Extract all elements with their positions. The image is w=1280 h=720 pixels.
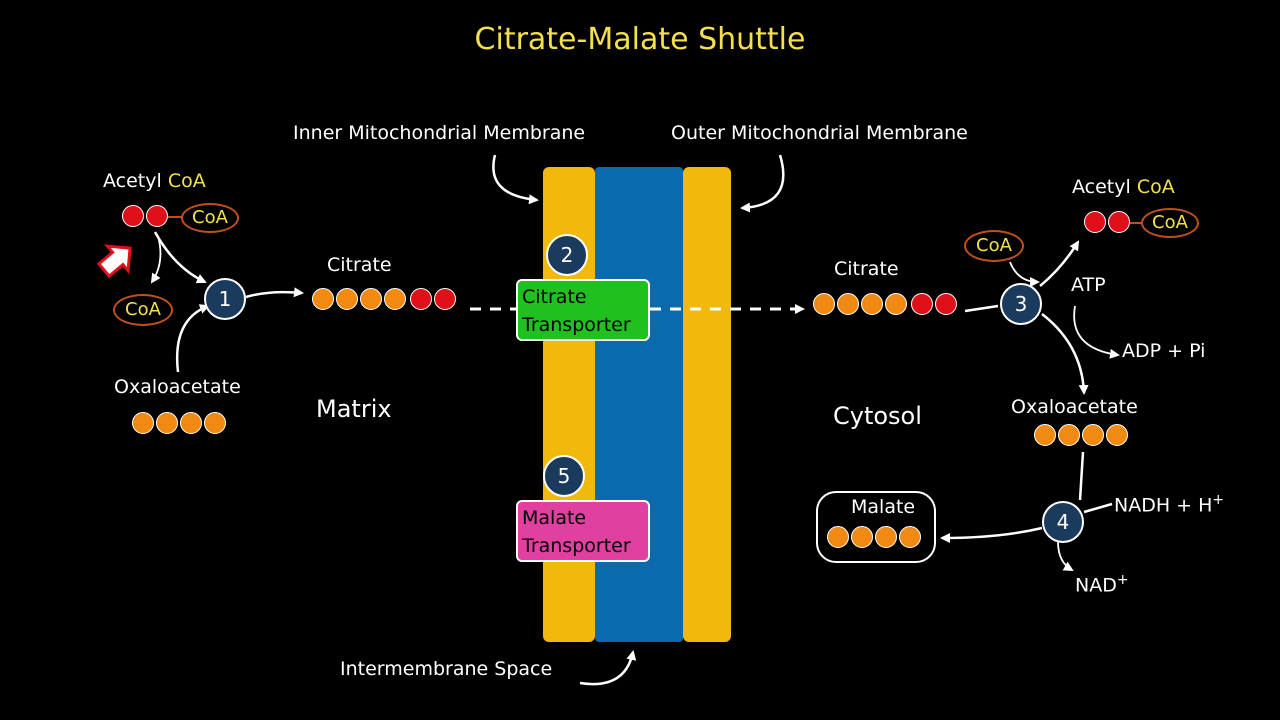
malate-carbon: [899, 526, 921, 548]
cytosol-label: Cytosol: [833, 402, 922, 430]
citrate-carbon-acetyl: [911, 293, 933, 315]
coa-in-cytosol: CoA: [964, 230, 1024, 262]
atp-to-adp-arrow: [1073, 305, 1120, 359]
citrate-carbon: [336, 288, 358, 310]
citrate-carbon: [384, 288, 406, 310]
coa-into-step3-arrow: [1009, 261, 1040, 287]
step-5: 5: [543, 455, 585, 497]
acetyl-carbon-1: [1084, 211, 1106, 233]
coa-bond: [168, 216, 182, 218]
acetyl-coa-label-cytosol: Acetyl CoA: [1072, 176, 1175, 198]
acetyl-carbon-1: [122, 205, 144, 227]
citrate-carbon-acetyl: [935, 293, 957, 315]
citrate-carbon: [360, 288, 382, 310]
oaa-carbon: [132, 412, 154, 434]
citrate-label-matrix: Citrate: [327, 254, 392, 276]
coa-released-matrix: CoA: [113, 294, 173, 326]
oaa-carbon: [204, 412, 226, 434]
citrate-label-cytosol: Citrate: [834, 258, 899, 280]
step1-to-citrate-arrow: [245, 287, 304, 299]
citrate-carbon: [861, 293, 883, 315]
nadh-label: NADH + H+: [1114, 492, 1225, 517]
citrate-carbon: [813, 293, 835, 315]
intermembrane-space-label: Intermembrane Space: [340, 658, 553, 680]
page-title: Citrate-Malate Shuttle: [474, 22, 806, 57]
step-1: 1: [204, 278, 246, 320]
coa-bond: [1130, 222, 1142, 224]
acetyl-to-step1-arrow: [153, 231, 207, 284]
citrate-carbon-acetyl: [434, 288, 456, 310]
intermembrane-pointer: [579, 650, 637, 686]
oaa-carbon: [1058, 424, 1080, 446]
step3-to-oxaloacetate-arrow: [1041, 313, 1089, 395]
oxaloacetate-to-step4-arrow: [1078, 451, 1085, 501]
oxaloacetate-label-cytosol: Oxaloacetate: [1011, 396, 1138, 418]
oaa-carbon: [180, 412, 202, 434]
citrate-to-step3-arrow: [964, 304, 999, 313]
citrate-carbon: [885, 293, 907, 315]
malate-label: Malate: [851, 496, 916, 518]
step-3: 3: [1000, 283, 1042, 325]
outer-membrane-pointer: [740, 154, 785, 213]
citrate-carbon-acetyl: [410, 288, 432, 310]
adp-pi-label: ADP + Pi: [1122, 340, 1206, 362]
malate-carbon: [827, 526, 849, 548]
intermembrane-space: [595, 167, 683, 642]
acetyl-carbon-2: [1108, 211, 1130, 233]
highlight-pointer: [96, 244, 132, 279]
coa-release-arrow: [150, 235, 162, 284]
nadh-to-step4-arrow: [1083, 502, 1113, 514]
inner-membrane-label: Inner Mitochondrial Membrane: [293, 122, 586, 144]
atp-label: ATP: [1071, 274, 1106, 296]
citrate-carbon: [312, 288, 334, 310]
malate-carbon: [875, 526, 897, 548]
coa-tag-cytosol: CoA: [1141, 208, 1199, 238]
oxaloacetate-to-step1-arrow: [175, 304, 210, 373]
outer-membrane-label: Outer Mitochondrial Membrane: [671, 122, 968, 144]
inner-membrane-pointer: [492, 154, 539, 205]
oaa-carbon: [1106, 424, 1128, 446]
oaa-carbon: [156, 412, 178, 434]
oaa-carbon: [1082, 424, 1104, 446]
step-2: 2: [546, 234, 588, 276]
malate-box: [816, 491, 936, 563]
step4-to-malate-arrow: [940, 526, 1043, 543]
acetyl-coa-label-matrix: Acetyl CoA: [103, 170, 206, 192]
acetyl-carbon-2: [146, 205, 168, 227]
oaa-carbon: [1034, 424, 1056, 446]
step3-to-acetyl-arrow: [1039, 240, 1080, 287]
malate-carbon: [851, 526, 873, 548]
coa-tag-matrix: CoA: [181, 203, 239, 233]
oxaloacetate-label-matrix: Oxaloacetate: [114, 376, 241, 398]
nad-label: NAD+: [1075, 572, 1129, 597]
citrate-carbon: [837, 293, 859, 315]
matrix-label: Matrix: [316, 395, 392, 423]
outer-membrane: [683, 167, 731, 642]
step4-to-nad-arrow: [1057, 541, 1074, 571]
step-4: 4: [1042, 501, 1084, 543]
